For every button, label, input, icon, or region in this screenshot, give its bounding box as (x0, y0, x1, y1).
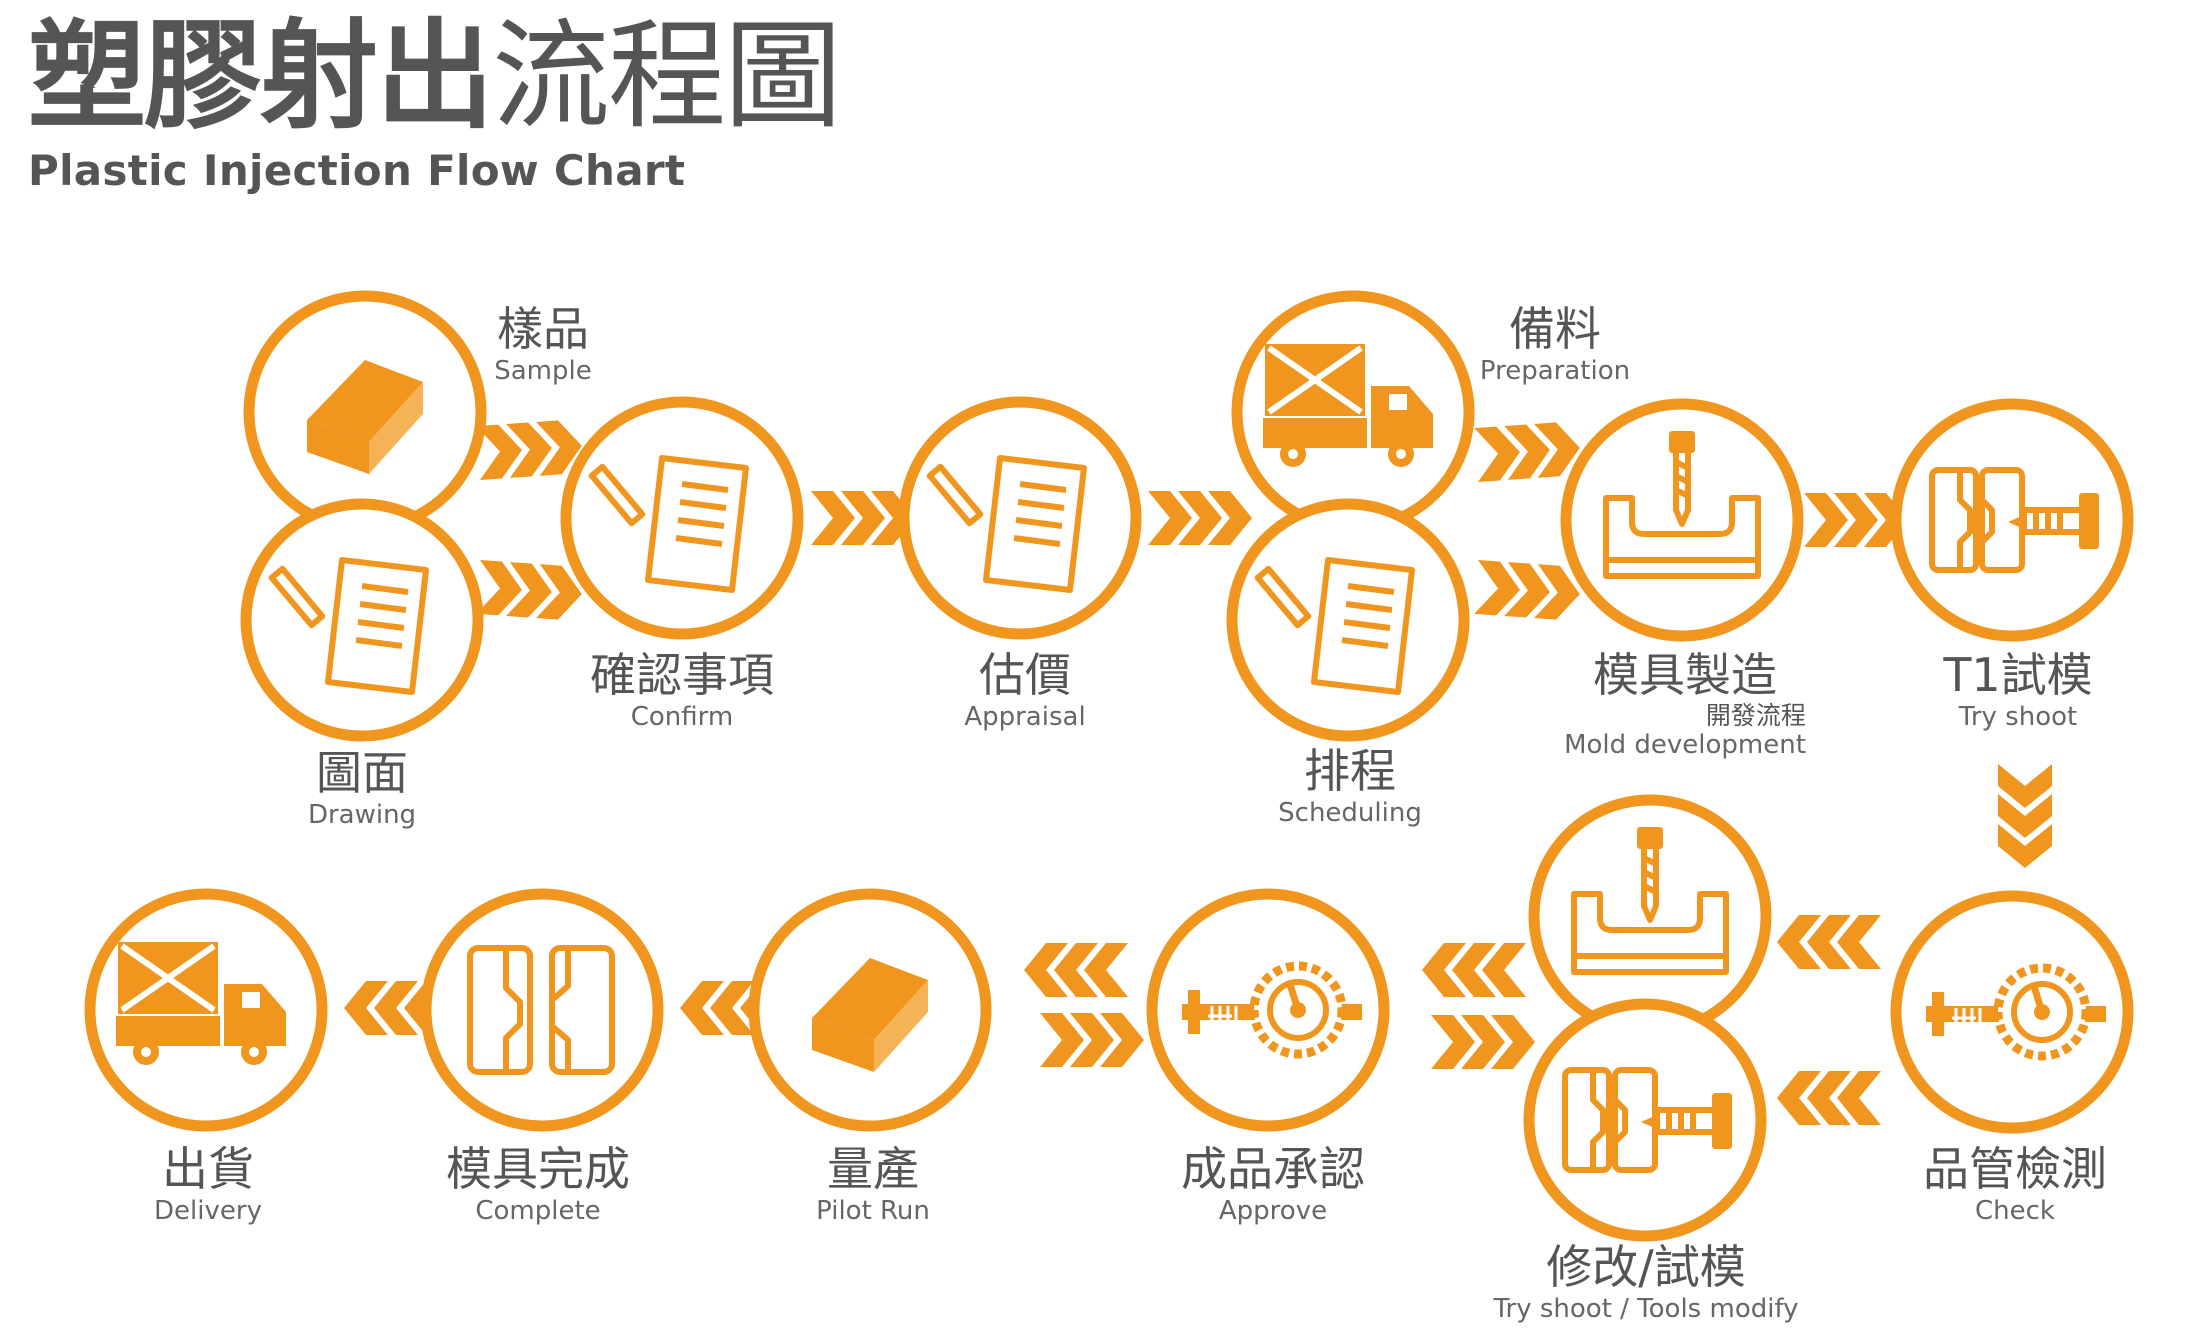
step-sample (243, 290, 487, 534)
label-drawing-zh: 圖面 (316, 746, 408, 800)
page-title-regular: 流程圖 (492, 7, 842, 145)
label-scheduling-en: Scheduling (1278, 797, 1422, 828)
label-modify-en: Try shoot / Tools modify (1493, 1293, 1799, 1324)
step-modify-mold (1528, 794, 1772, 1038)
label-pilot: 量產 Pilot Run (816, 1142, 930, 1227)
label-modify: 修改/試模 Try shoot / Tools modify (1493, 1240, 1799, 1325)
label-complete-en: Complete (475, 1195, 601, 1226)
label-preparation-zh: 備料 (1508, 302, 1601, 356)
arrow-check-to-modify-top (1777, 915, 1881, 969)
label-confirm: 確認事項 Confirm (590, 648, 774, 733)
arrow-scheduling-to-mold (1474, 559, 1582, 622)
label-mold-en: Mold development (1564, 729, 1806, 760)
step-preparation (1231, 290, 1475, 534)
arrow-appraisal-to-next (1148, 491, 1252, 545)
label-scheduling-zh: 排程 (1304, 744, 1396, 798)
label-mold: 模具製造 開發流程 Mold development (1564, 648, 1806, 761)
step-modify-tryshoot (1523, 998, 1767, 1242)
label-t1-en: Try shoot (1958, 701, 2078, 732)
label-sample-en: Sample (494, 355, 592, 386)
arrow-approve-to-pilot (1024, 943, 1128, 997)
page-title-bold: 塑膠射出 (28, 7, 494, 145)
page-subtitle: Plastic Injection Flow Chart (28, 146, 686, 195)
label-complete: 模具完成 Complete (446, 1142, 630, 1227)
label-confirm-zh: 確認事項 (590, 648, 774, 702)
arrow-approve-to-modify (1431, 1015, 1535, 1069)
step-complete (420, 888, 664, 1132)
step-mold (1560, 398, 1804, 642)
label-confirm-en: Confirm (630, 701, 734, 732)
label-t1: T1試模 Try shoot (1943, 648, 2093, 733)
label-approve: 成品承認 Approve (1181, 1142, 1365, 1227)
arrow-preparation-to-mold (1474, 420, 1582, 483)
label-delivery-en: Delivery (154, 1195, 262, 1226)
label-approve-zh: 成品承認 (1181, 1142, 1365, 1196)
label-sample: 樣品 Sample (494, 302, 592, 387)
step-t1-circle (1890, 398, 2134, 642)
label-pilot-zh: 量產 (827, 1142, 919, 1196)
label-preparation-en: Preparation (1479, 355, 1631, 386)
step-check (1890, 890, 2134, 1134)
label-approve-en: Approve (1218, 1195, 1328, 1226)
arrow-pilot-to-approve (1040, 1013, 1144, 1067)
step-scheduling (1226, 498, 1470, 742)
label-modify-zh: 修改/試模 (1546, 1240, 1746, 1294)
arrow-drawing-to-confirm (476, 559, 584, 622)
step-confirm (560, 396, 804, 640)
label-delivery: 出貨 Delivery (154, 1142, 262, 1227)
label-complete-zh: 模具完成 (446, 1142, 630, 1196)
label-check: 品管檢測 Check (1923, 1142, 2107, 1227)
arrow-modify-to-approve (1422, 943, 1526, 997)
arrow-sample-to-confirm (476, 418, 584, 481)
step-pilot (748, 888, 992, 1132)
label-appraisal: 估價 Appraisal (964, 648, 1086, 733)
arrow-check-to-modify-bottom (1777, 1071, 1881, 1125)
step-modify-tryshoot-circle (1523, 998, 1767, 1242)
step-complete-circle (420, 888, 664, 1132)
label-mold-zh: 模具製造 (1592, 648, 1777, 702)
label-check-en: Check (1975, 1195, 2055, 1226)
step-delivery (84, 888, 328, 1132)
step-t1 (1890, 398, 2134, 642)
label-mold-zh2: 開發流程 (1705, 700, 1806, 730)
page-title: 塑膠射出流程圖 (28, 7, 842, 145)
label-pilot-en: Pilot Run (816, 1195, 930, 1226)
label-preparation: 備料 Preparation (1479, 302, 1631, 387)
step-approve (1146, 888, 1390, 1132)
arrow-t1-to-check (1998, 764, 2052, 868)
label-sample-zh: 樣品 (497, 302, 589, 356)
label-appraisal-zh: 估價 (979, 648, 1071, 702)
step-drawing (240, 498, 484, 742)
label-appraisal-en: Appraisal (964, 701, 1086, 732)
label-t1-zh: T1試模 (1943, 648, 2093, 702)
label-check-zh: 品管檢測 (1923, 1142, 2107, 1196)
label-drawing-en: Drawing (307, 799, 417, 830)
step-appraisal (898, 396, 1142, 640)
label-drawing: 圖面 Drawing (307, 746, 417, 831)
label-scheduling: 排程 Scheduling (1278, 744, 1422, 829)
label-delivery-zh: 出貨 (162, 1142, 254, 1196)
